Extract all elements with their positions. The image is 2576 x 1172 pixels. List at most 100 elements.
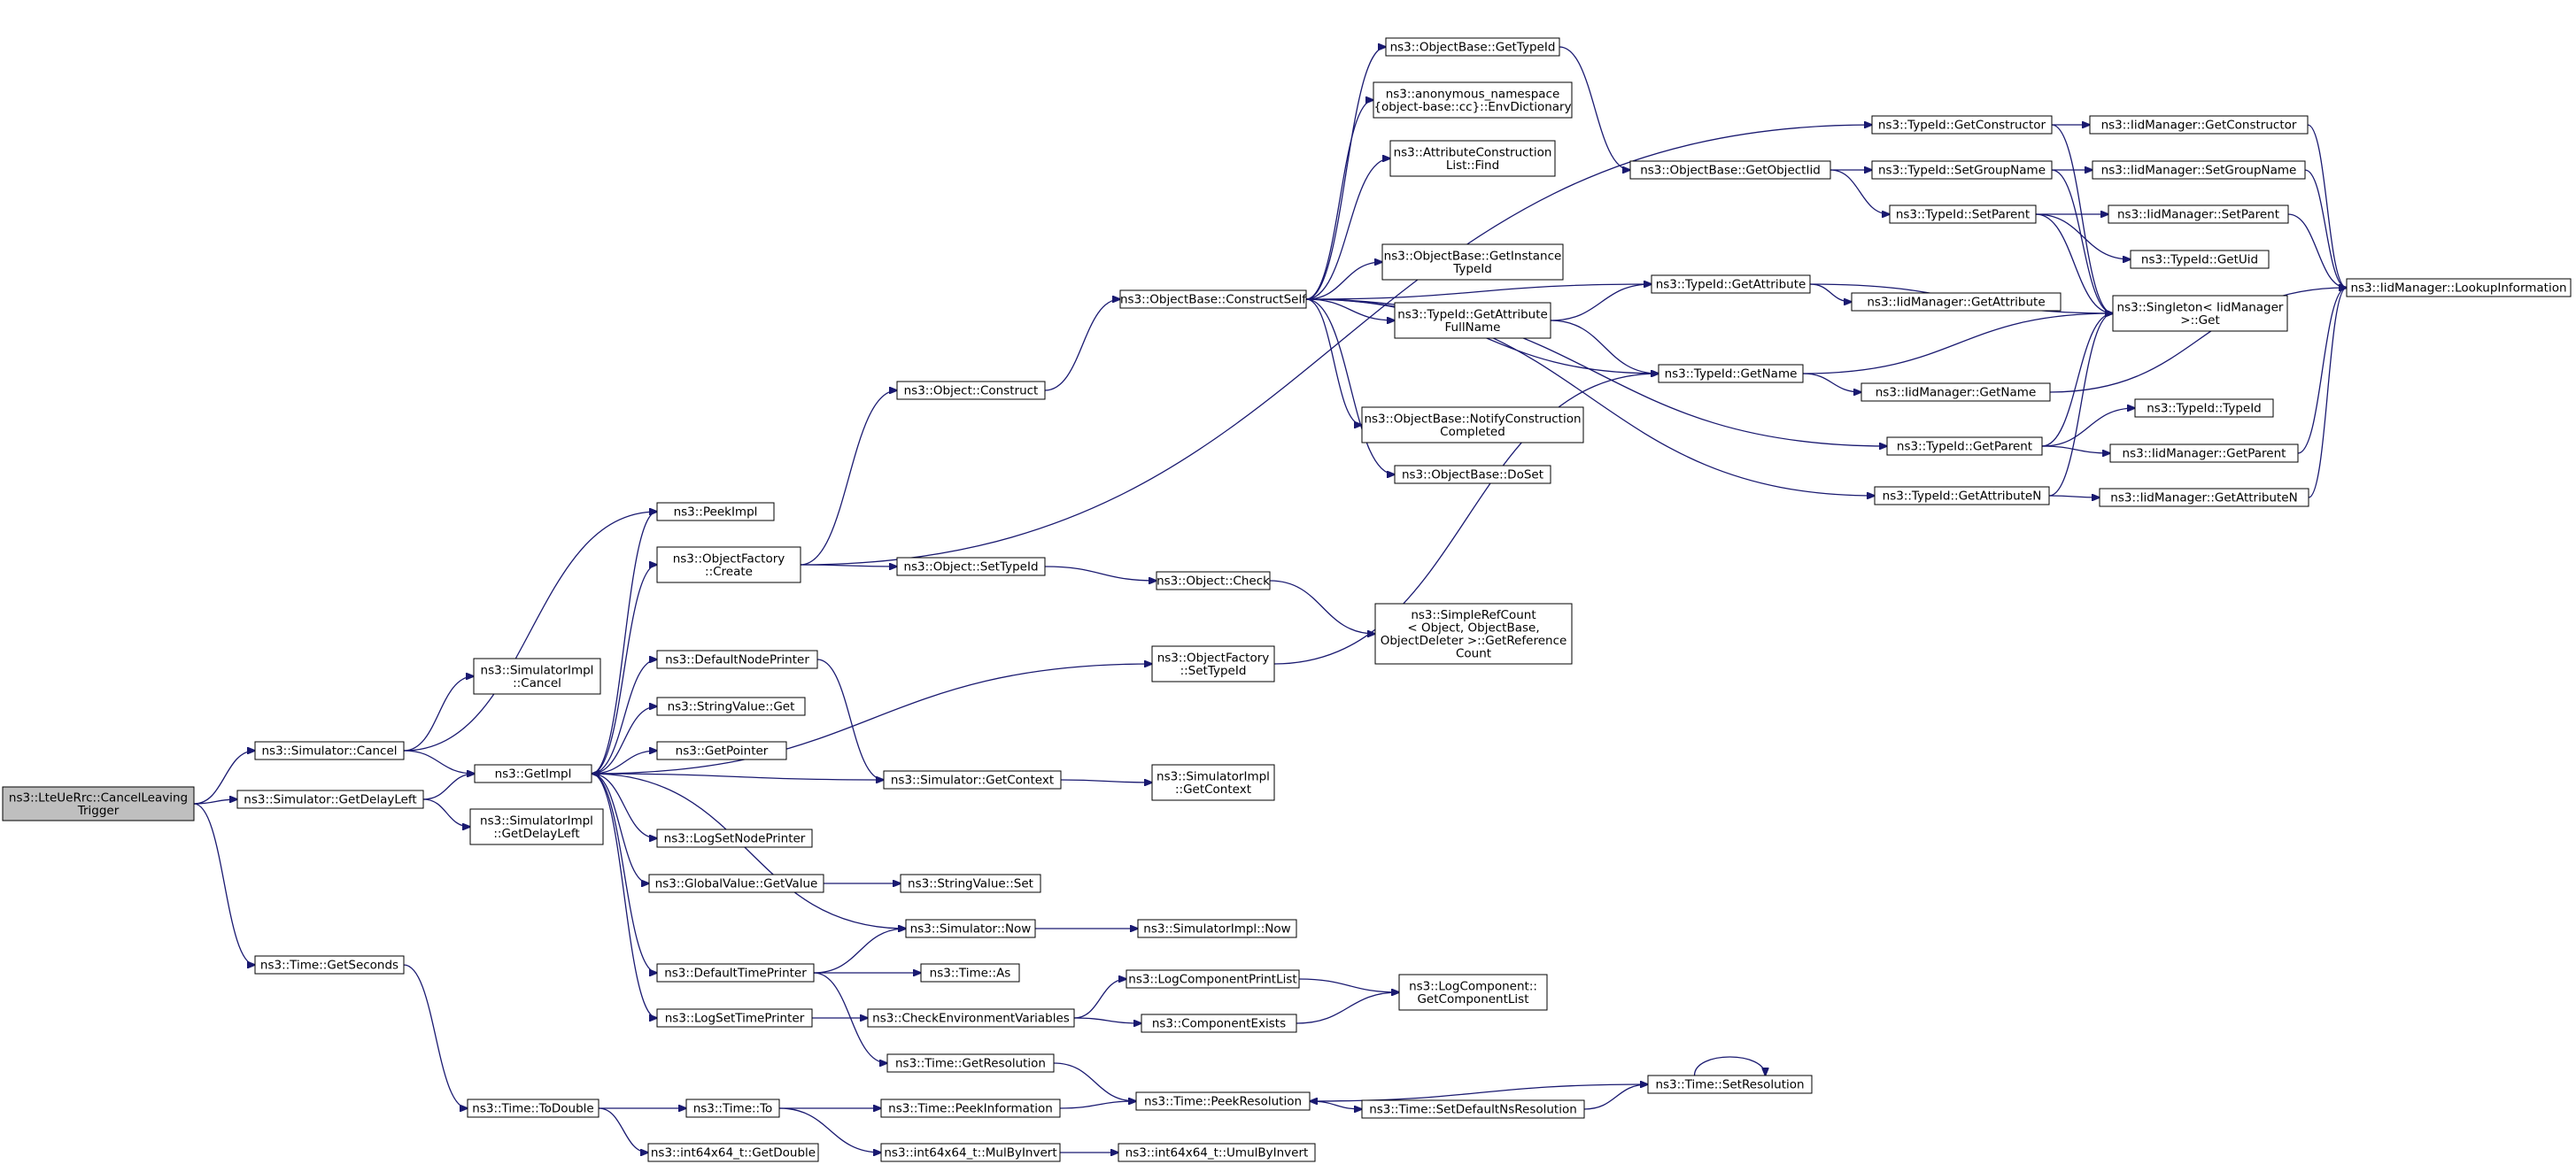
node-simimpl-now[interactable]: ns3::SimulatorImpl::Now xyxy=(1137,919,1297,938)
node-box[interactable] xyxy=(2108,204,2289,224)
node-box[interactable] xyxy=(254,741,405,760)
node-box[interactable] xyxy=(1135,1091,1311,1111)
node-iid-getparent[interactable]: ns3::IidManager::GetParent xyxy=(2109,443,2299,463)
node-typeid-getuid[interactable]: ns3::TypeId::GetUid xyxy=(2130,250,2270,269)
node-int64-umulbyinv[interactable]: ns3::int64x64_t::UmulByInvert xyxy=(1118,1143,1316,1162)
node-box[interactable] xyxy=(254,955,405,975)
node-singleton-get[interactable]: ns3::Singleton< IidManager >::Get xyxy=(2112,295,2288,332)
node-simimpl-cancel[interactable]: ns3::SimulatorImpl::Cancel xyxy=(473,658,601,695)
node-box[interactable] xyxy=(920,963,1020,983)
node-of-create[interactable]: ns3::ObjectFactory::Create xyxy=(656,546,801,583)
node-obj-construct[interactable]: ns3::Object::Construct xyxy=(896,381,1046,400)
node-time-setres[interactable]: ns3::Time::SetResolution xyxy=(1647,1075,1813,1094)
node-box[interactable] xyxy=(1151,645,1275,682)
node-box[interactable] xyxy=(656,697,806,716)
node-box[interactable] xyxy=(1361,406,1584,443)
node-default-node[interactable]: ns3::DefaultNodePrinter xyxy=(656,650,818,669)
node-logset-node[interactable]: ns3::LogSetNodePrinter xyxy=(656,829,813,848)
node-box[interactable] xyxy=(896,557,1046,576)
node-box[interactable] xyxy=(1629,160,1831,180)
node-box[interactable] xyxy=(656,829,813,848)
node-box[interactable] xyxy=(886,1053,1055,1073)
node-box[interactable] xyxy=(1381,243,1564,281)
node-time-seconds[interactable]: ns3::Time::GetSeconds xyxy=(254,955,405,975)
node-iid-setparent[interactable]: ns3::IidManager::SetParent xyxy=(2108,204,2289,224)
node-simimpl-getcontext[interactable]: ns3::SimulatorImpl::GetContext xyxy=(1151,764,1275,801)
node-globalvalue[interactable]: ns3::GlobalValue::GetValue xyxy=(648,874,824,893)
node-box[interactable] xyxy=(1389,140,1556,177)
node-logcomp-getlist[interactable]: ns3::LogComponent::GetComponentList xyxy=(1398,974,1548,1011)
node-box[interactable] xyxy=(883,770,1062,790)
node-box[interactable] xyxy=(1151,764,1275,801)
node-box[interactable] xyxy=(1156,571,1271,590)
node-box[interactable] xyxy=(648,874,824,893)
node-box[interactable] xyxy=(1374,603,1573,665)
node-box[interactable] xyxy=(880,1099,1061,1118)
node-box[interactable] xyxy=(2109,443,2299,463)
node-box[interactable] xyxy=(1119,289,1307,309)
node-box[interactable] xyxy=(867,1008,1075,1028)
node-box[interactable] xyxy=(1126,969,1300,989)
node-box[interactable] xyxy=(1361,1099,1585,1119)
node-sim-now[interactable]: ns3::Simulator::Now xyxy=(905,919,1036,938)
node-anon-envdict[interactable]: ns3::anonymous_namespace{object-base::cc… xyxy=(1373,81,1573,119)
node-box[interactable] xyxy=(474,764,592,783)
node-typeid-getparent[interactable]: ns3::TypeId::GetParent xyxy=(1886,436,2043,456)
node-typeid-typeid[interactable]: ns3::TypeId::TypeId xyxy=(2134,398,2274,418)
node-box[interactable] xyxy=(1889,204,2037,224)
node-iid-setgroup[interactable]: ns3::IidManager::SetGroupName xyxy=(2092,160,2306,180)
node-box[interactable] xyxy=(656,650,818,669)
node-simplerefcount[interactable]: ns3::SimpleRefCount< Object, ObjectBase,… xyxy=(1374,603,1573,665)
node-box[interactable] xyxy=(2134,398,2274,418)
node-stringvalue-set[interactable]: ns3::StringValue::Set xyxy=(900,874,1041,893)
node-sim-getcontext[interactable]: ns3::Simulator::GetContext xyxy=(883,770,1062,790)
node-getpointer[interactable]: ns3::GetPointer xyxy=(656,741,787,760)
node-box[interactable] xyxy=(473,658,601,695)
node-box[interactable] xyxy=(469,808,604,845)
node-box[interactable] xyxy=(1394,302,1551,339)
node-box[interactable] xyxy=(656,741,787,760)
node-box[interactable] xyxy=(1373,81,1573,119)
node-logset-time[interactable]: ns3::LogSetTimePrinter xyxy=(656,1008,813,1028)
node-box[interactable] xyxy=(1118,1143,1316,1162)
node-box[interactable] xyxy=(685,1099,780,1118)
node-int64-getdouble[interactable]: ns3::int64x64_t::GetDouble xyxy=(647,1143,819,1162)
node-check-env[interactable]: ns3::CheckEnvironmentVariables xyxy=(867,1008,1075,1028)
node-box[interactable] xyxy=(1137,919,1297,938)
node-peekimpl[interactable]: ns3::PeekImpl xyxy=(656,502,775,521)
node-obj-settypeid[interactable]: ns3::Object::SetTypeId xyxy=(896,557,1046,576)
node-box[interactable] xyxy=(2346,278,2572,297)
node-iid-getconstructor[interactable]: ns3::IidManager::GetConstructor xyxy=(2089,115,2309,135)
node-box[interactable] xyxy=(1385,37,1560,57)
node-box[interactable] xyxy=(656,502,775,521)
node-box[interactable] xyxy=(647,1143,819,1162)
node-time-peekres[interactable]: ns3::Time::PeekResolution xyxy=(1135,1091,1311,1111)
node-sim-cancel[interactable]: ns3::Simulator::Cancel xyxy=(254,741,405,760)
node-typeid-getattribute[interactable]: ns3::TypeId::GetAttribute xyxy=(1651,274,1811,294)
node-default-time[interactable]: ns3::DefaultTimePrinter xyxy=(656,963,815,983)
node-iid-lookup[interactable]: ns3::IidManager::LookupInformation xyxy=(2346,278,2572,297)
node-box[interactable] xyxy=(2089,115,2309,135)
node-box[interactable] xyxy=(656,546,801,583)
node-time-setdefault[interactable]: ns3::Time::SetDefaultNsResolution xyxy=(1361,1099,1585,1119)
node-time-getres[interactable]: ns3::Time::GetResolution xyxy=(886,1053,1055,1073)
node-box[interactable] xyxy=(1647,1075,1813,1094)
node-ob-doset[interactable]: ns3::ObjectBase::DoSet xyxy=(1394,465,1551,484)
node-logcomp-printlist[interactable]: ns3::LogComponentPrintList xyxy=(1126,969,1300,989)
node-iid-getattribute[interactable]: ns3::IidManager::GetAttribute xyxy=(1851,292,2062,312)
node-typeid-setgroup[interactable]: ns3::TypeId::SetGroupName xyxy=(1871,160,2053,180)
node-sim-delay[interactable]: ns3::Simulator::GetDelayLeft xyxy=(236,790,424,809)
node-time-todouble[interactable]: ns3::Time::ToDouble xyxy=(467,1099,600,1118)
node-iid-getname[interactable]: ns3::IidManager::GetName xyxy=(1860,382,2051,402)
node-typeid-setparent[interactable]: ns3::TypeId::SetParent xyxy=(1889,204,2037,224)
node-box[interactable] xyxy=(900,874,1041,893)
node-box[interactable] xyxy=(1871,115,2053,135)
node-box[interactable] xyxy=(656,963,815,983)
node-stringvalue-get[interactable]: ns3::StringValue::Get xyxy=(656,697,806,716)
node-box[interactable] xyxy=(2130,250,2270,269)
node-box[interactable] xyxy=(905,919,1036,938)
node-box[interactable] xyxy=(2099,488,2309,507)
